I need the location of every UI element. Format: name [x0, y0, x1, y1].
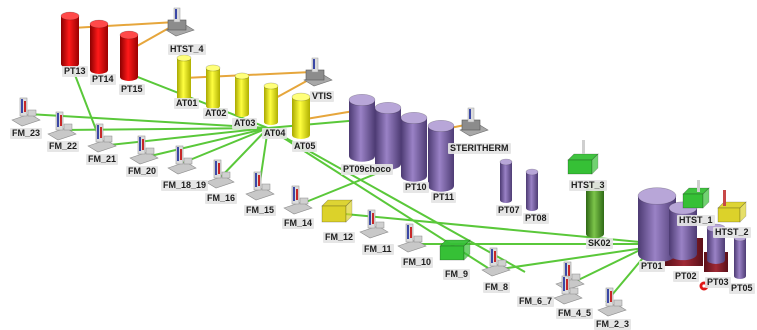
- line-fm8-pt01: [493, 247, 645, 271]
- label-vtis[interactable]: VTIS: [310, 91, 335, 102]
- label-fm8[interactable]: FM_8: [483, 282, 511, 293]
- tank-pt05[interactable]: [733, 234, 747, 279]
- label-pt15[interactable]: PT15: [119, 84, 145, 95]
- meter-fm11[interactable]: [359, 209, 389, 239]
- label-pt09[interactable]: PT09choco: [341, 164, 394, 175]
- unit-htst3[interactable]: [567, 153, 599, 175]
- label-pt01[interactable]: PT01: [639, 261, 665, 272]
- label-fm23b[interactable]: FM_2_3: [594, 319, 632, 330]
- label-fm16[interactable]: FM_16: [205, 193, 238, 204]
- label-at05[interactable]: AT05: [292, 141, 318, 152]
- tank-at04[interactable]: [263, 82, 279, 126]
- label-fm20[interactable]: FM_20: [126, 166, 159, 177]
- tank-pt08[interactable]: [525, 168, 539, 211]
- line-fm16-at04: [217, 127, 269, 181]
- stub-htst3: [582, 140, 585, 154]
- label-htst1[interactable]: HTST_1: [677, 215, 715, 226]
- label-at04[interactable]: AT04: [262, 128, 288, 139]
- label-fm11[interactable]: FM_11: [362, 244, 394, 255]
- label-fm23[interactable]: FM_23: [10, 128, 43, 139]
- label-pt02[interactable]: PT02: [673, 271, 699, 282]
- tank-at05[interactable]: [291, 92, 311, 139]
- label-fm12[interactable]: FM_12: [323, 232, 356, 243]
- label-at01[interactable]: AT01: [174, 98, 200, 109]
- line-fm1819-at04: [179, 127, 269, 165]
- tank-at03[interactable]: [234, 72, 250, 118]
- label-pt13[interactable]: PT13: [62, 66, 88, 77]
- tank-pt02[interactable]: [668, 201, 698, 261]
- label-at03[interactable]: AT03: [232, 118, 258, 129]
- tank-pt15[interactable]: [119, 30, 139, 81]
- label-pt14[interactable]: PT14: [90, 74, 116, 85]
- label-fm45[interactable]: FM_4_5: [556, 308, 594, 319]
- green-connection-lines: [27, 61, 649, 303]
- tank-pt09choco[interactable]: [348, 93, 376, 162]
- label-fm14[interactable]: FM_14: [282, 218, 315, 229]
- label-pt07[interactable]: PT07: [496, 205, 522, 216]
- unit-fm12[interactable]: [321, 199, 353, 223]
- label-steritherm[interactable]: STERITHERM: [448, 143, 511, 154]
- meter-fm21[interactable]: [87, 123, 117, 153]
- unit-htst2[interactable]: [717, 201, 747, 223]
- meter-fm23b[interactable]: [597, 287, 627, 317]
- pipe-at04-vtis: [271, 77, 313, 101]
- label-fm15[interactable]: FM_15: [244, 205, 277, 216]
- label-at02[interactable]: AT02: [203, 108, 229, 119]
- meter-fm23[interactable]: [11, 97, 41, 127]
- tank-at01[interactable]: [176, 54, 192, 102]
- pipe-pt13-htst4: [71, 21, 177, 29]
- heater-steritherm[interactable]: [459, 107, 489, 137]
- label-htst4[interactable]: HTST_4: [168, 44, 206, 55]
- tank-pt13[interactable]: [60, 11, 80, 68]
- meter-fm16[interactable]: [205, 159, 235, 189]
- label-fm22[interactable]: FM_22: [47, 141, 80, 152]
- label-pt03[interactable]: PT03: [705, 277, 731, 288]
- label-pt10[interactable]: PT10: [403, 182, 429, 193]
- tank-pt09b[interactable]: [374, 101, 402, 170]
- meter-fm10[interactable]: [397, 223, 427, 253]
- meter-fm14[interactable]: [283, 185, 313, 215]
- label-pt08[interactable]: PT08: [523, 213, 549, 224]
- label-fm9[interactable]: FM_9: [443, 269, 471, 280]
- meter-fm15[interactable]: [245, 171, 275, 201]
- meter-fm22[interactable]: [47, 111, 77, 141]
- stub-htst1: [697, 180, 700, 192]
- tank-pt14[interactable]: [89, 19, 109, 74]
- meter-fm8[interactable]: [481, 247, 511, 277]
- label-htst3[interactable]: HTST_3: [569, 180, 607, 191]
- line-pt09-at04: [267, 119, 361, 129]
- meter-fm20[interactable]: [129, 135, 159, 165]
- unit-fm9[interactable]: [439, 239, 471, 261]
- line-fm21-at04: [99, 127, 269, 147]
- tank-at02[interactable]: [205, 64, 221, 110]
- label-fm67[interactable]: FM_6_7: [517, 296, 555, 307]
- heater-vtis[interactable]: [303, 57, 333, 87]
- tank-pt11[interactable]: [427, 119, 455, 192]
- line-fm23-at04: [27, 113, 269, 129]
- meter-fm67[interactable]: [555, 261, 585, 291]
- label-fm21[interactable]: FM_21: [86, 154, 119, 165]
- label-sk02[interactable]: SK02: [586, 238, 613, 249]
- tank-pt10[interactable]: [400, 111, 428, 182]
- label-htst2[interactable]: HTST_2: [713, 227, 751, 238]
- meter-fm45[interactable]: [553, 275, 583, 305]
- stub-htst2: [723, 190, 726, 206]
- label-fm10[interactable]: FM_10: [401, 257, 434, 268]
- meter-fm1819[interactable]: [167, 145, 197, 175]
- unit-htst1[interactable]: [682, 187, 710, 209]
- label-pt11[interactable]: PT11: [431, 192, 457, 203]
- line-fm20-at04: [141, 127, 269, 159]
- heater-htst4[interactable]: [165, 7, 195, 37]
- label-pt05[interactable]: PT05: [729, 283, 755, 294]
- label-fm1819[interactable]: FM_18_19: [161, 180, 209, 191]
- line-at04-fm67: [267, 127, 526, 273]
- tank-pt07[interactable]: [499, 158, 513, 203]
